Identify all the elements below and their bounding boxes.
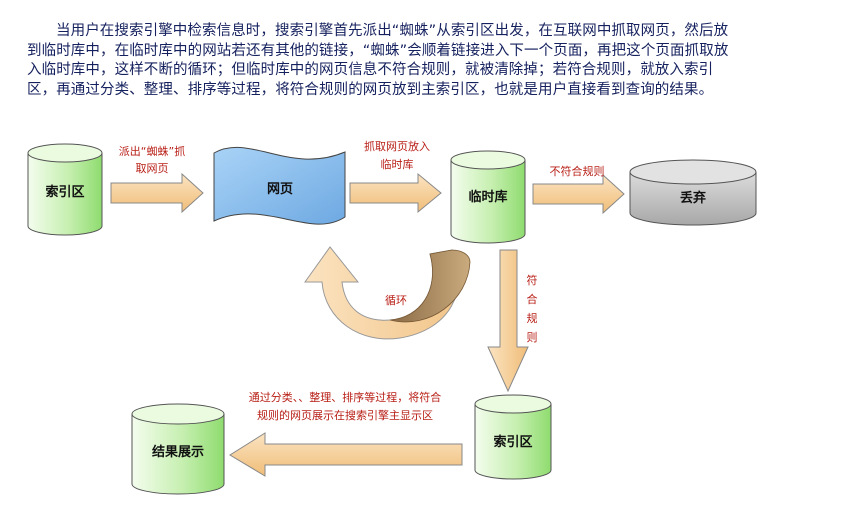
node-index-bottom-label: 索引区 [493, 434, 532, 450]
arrow-tempdb-to-discard [532, 173, 625, 215]
edge-process-line2: 规则的网页展示在搜索引擎主显示区 [257, 408, 433, 422]
edge-accept-char-3: 规 [527, 311, 538, 325]
node-results-label: 结果展示 [152, 444, 204, 460]
node-index-bottom: 索引区 [474, 394, 552, 480]
edge-accept-char-2: 合 [527, 292, 538, 306]
node-webpage-label: 网页 [267, 182, 293, 197]
node-discard: 丢弃 [629, 159, 757, 226]
edge-send-spider-line1: 派出“蜘蛛”抓 [119, 144, 185, 158]
edge-accept-char-4: 则 [527, 331, 538, 344]
intro-paragraph: 当用户在搜索引擎中检索信息时，搜索引擎首先派出“蜘蛛”从索引区出发，在互联网中抓… [27, 23, 729, 98]
arrow-tempdb-to-index-bottom [487, 249, 529, 393]
edge-loop: 循环 [385, 294, 407, 307]
node-results: 结果展示 [131, 403, 225, 495]
edge-fetch-line2: 临时库 [381, 157, 414, 171]
arrow-index-to-results [229, 432, 463, 477]
arrow-index-to-webpage [110, 172, 204, 214]
node-discard-label: 丢弃 [680, 190, 706, 206]
edge-fetch-line1: 抓取网页放入 [364, 139, 430, 153]
arrow-webpage-to-tempdb [349, 172, 442, 214]
loop-arrow: 循环 [304, 246, 471, 340]
edge-send-spider-line2: 取网页 [136, 162, 169, 175]
node-temp-db: 临时库 [450, 150, 526, 244]
edge-accept-char-1: 符 [527, 274, 538, 287]
edge-reject: 不符合规则 [550, 164, 605, 178]
node-temp-db-label: 临时库 [468, 189, 507, 205]
edge-process-line1: 通过分类、、整理、排序等过程，将符合 [249, 390, 442, 404]
node-webpage: 网页 [213, 146, 346, 225]
node-index-top-label: 索引区 [45, 184, 84, 200]
node-index-top: 索引区 [27, 143, 103, 236]
